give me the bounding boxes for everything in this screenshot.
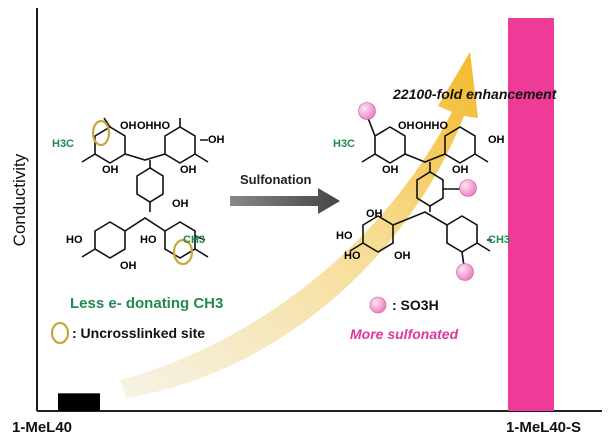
group-label: HO <box>66 234 83 246</box>
uncrosslinked-legend-marker <box>50 321 70 345</box>
left-molecule <box>81 117 209 259</box>
group-label: OH <box>102 164 119 176</box>
bond <box>103 117 208 241</box>
x-label-left: 1-MeL40 <box>12 419 73 436</box>
uncrosslinked-site-marker <box>172 238 194 266</box>
bar-1-MeL40 <box>58 393 100 411</box>
methyl-bottom-left: CH3 <box>183 234 206 246</box>
so3h-sphere <box>459 179 477 197</box>
ring <box>374 126 406 164</box>
x-label-right: 1-MeL40-S <box>506 419 582 436</box>
axes <box>36 8 602 412</box>
methyl-top-right: H3C <box>333 138 356 150</box>
ring <box>446 215 478 253</box>
group-label: OH <box>398 120 415 132</box>
group-label: OH <box>120 260 137 272</box>
enhancement-label: 22100-fold enhancement <box>393 86 557 102</box>
group-label: OH <box>180 164 197 176</box>
y-axis-label: Conductivity <box>10 153 29 247</box>
right-molecule <box>349 117 492 267</box>
methyl-bottom-right: CH3 <box>488 234 511 246</box>
group-label: HO <box>336 230 353 242</box>
group-label: OH <box>382 164 399 176</box>
sulfonation-arrow <box>230 188 340 214</box>
bond <box>392 153 448 226</box>
so3h-sphere <box>456 263 474 281</box>
group-label: OH <box>394 250 411 262</box>
ring <box>136 167 164 203</box>
group-label: OH <box>366 208 383 220</box>
bond <box>81 153 209 258</box>
bond <box>349 153 491 252</box>
group-label: OHHO <box>137 120 170 132</box>
so3h-sphere <box>358 102 376 120</box>
group-label: OH <box>452 164 469 176</box>
group-label: OH <box>208 134 225 146</box>
uncrosslinked-site-marker <box>91 119 111 147</box>
group-label: OH <box>172 198 189 210</box>
methyl-top-left: H3C <box>52 138 75 150</box>
group-label: OHHO <box>415 120 448 132</box>
bond <box>367 117 492 267</box>
ring <box>94 221 126 259</box>
ring <box>164 126 196 164</box>
group-label: HO <box>344 250 361 262</box>
sulfonation-label: Sulfonation <box>240 172 312 187</box>
uncrosslinked-legend: : Uncrosslinked site <box>72 325 206 341</box>
more-sulfonated-note: More sulfonated <box>350 326 459 342</box>
bar-1-MeL40-S <box>508 18 554 411</box>
less-donating-note: Less e- donating CH3 <box>70 295 224 312</box>
bond <box>124 153 166 232</box>
group-label: OH <box>120 120 137 132</box>
group-label: OH <box>488 134 505 146</box>
so3h-legend-sphere <box>369 296 387 314</box>
group-label: HO <box>140 234 157 246</box>
so3h-legend: : SO3H <box>392 297 439 313</box>
